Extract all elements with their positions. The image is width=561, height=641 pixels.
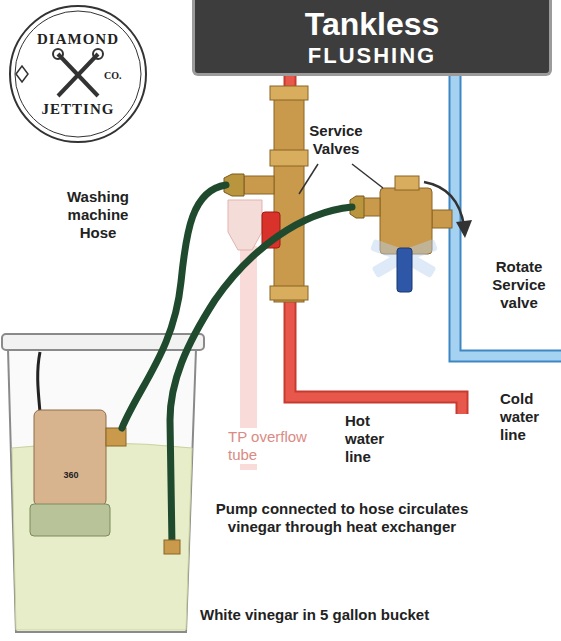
valve-outlet (244, 176, 274, 194)
hose-end (164, 540, 180, 554)
bucket-rim (2, 334, 204, 350)
valve-outlet (362, 198, 380, 216)
leader-line (352, 164, 383, 188)
rotate-arrow (424, 182, 464, 226)
wrench (58, 54, 98, 96)
cold-water-pipe (455, 76, 561, 356)
part-label: Rotate Service valve (482, 258, 556, 312)
part-label: Washing machine Hose (58, 188, 138, 242)
wrench (58, 54, 98, 96)
logo-text: CO. (104, 70, 128, 82)
leader-line (299, 164, 318, 194)
note: Pump connected to hose circulates vinega… (208, 500, 476, 536)
title-box: TanklessFLUSHING (192, 0, 552, 76)
logo-text: DIAMOND (28, 30, 128, 48)
part-label: Service Valves (300, 122, 372, 158)
cold-service-valve (350, 176, 452, 292)
hot-water-pipe (290, 76, 462, 414)
subtitle-text: FLUSHING (195, 43, 549, 68)
valve-nut (270, 86, 308, 100)
wrench-head (93, 49, 103, 59)
cold-water-pipe (455, 76, 561, 356)
valve-nut (270, 150, 308, 166)
pump-marking: 360 (56, 470, 86, 481)
logo-ring (15, 11, 141, 137)
hot-water-pipe (290, 76, 462, 414)
logo (10, 6, 146, 142)
diamond-mark (16, 66, 28, 82)
part-label: TP overflow tube (226, 428, 342, 464)
valve-nut (270, 286, 308, 300)
part-label: Cold water line (500, 390, 554, 444)
valve-stub (432, 210, 452, 228)
return-hose (170, 207, 352, 545)
valve-handle (397, 248, 412, 292)
part-label: Hot water line (345, 412, 401, 466)
caption-note: White vinegar in 5 gallon bucket (200, 606, 429, 624)
arrow-head (456, 220, 472, 238)
wrench-head (53, 49, 63, 59)
tp-relief-valve (228, 200, 262, 250)
pump-base (30, 504, 110, 536)
valve-cap (395, 176, 419, 190)
title-text: Tankless (195, 6, 549, 43)
valve-body (274, 90, 304, 302)
logo-text: JETTING (28, 100, 128, 118)
logo-ring (10, 6, 146, 142)
pump-body (34, 410, 106, 506)
pump-cord (38, 352, 40, 412)
